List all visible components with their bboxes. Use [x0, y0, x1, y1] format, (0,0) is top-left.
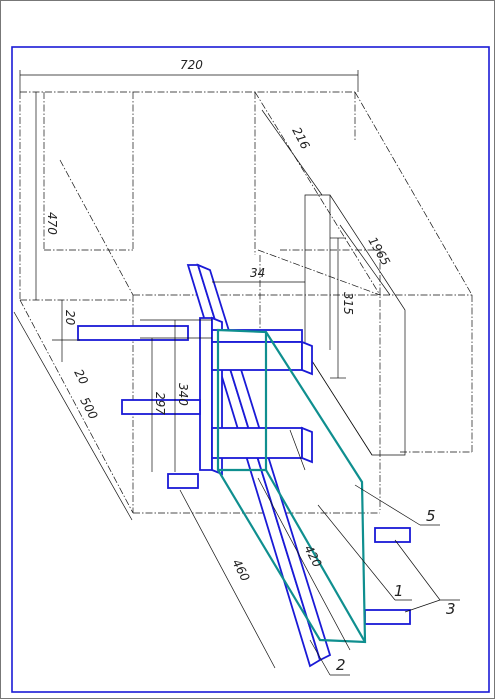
dim-216: 216 [289, 125, 312, 152]
dim-720: 720 [180, 58, 203, 72]
drawing-frame [11, 46, 490, 693]
dim-500: 500 [77, 395, 100, 422]
dim-20-upper: 20 [63, 310, 77, 326]
dim-460: 460 [229, 557, 252, 584]
panel [216, 328, 367, 644]
callout-2: 2 [336, 656, 346, 674]
callout-numbers: 1 2 3 5 [336, 507, 456, 674]
dim-470: 470 [45, 212, 59, 235]
callout-3: 3 [446, 600, 456, 618]
callout-5: 5 [426, 507, 436, 525]
callout-leaders [309, 484, 460, 676]
dim-340: 340 [176, 383, 190, 406]
dim-315: 315 [341, 292, 355, 315]
dim-34: 34 [250, 266, 265, 280]
dim-1965: 1965 [365, 235, 392, 268]
dim-20-lower: 20 [71, 367, 91, 387]
dim-297: 297 [153, 392, 167, 415]
dimension-lines [13, 70, 391, 669]
frame-body [77, 263, 411, 668]
callout-1: 1 [394, 582, 404, 600]
